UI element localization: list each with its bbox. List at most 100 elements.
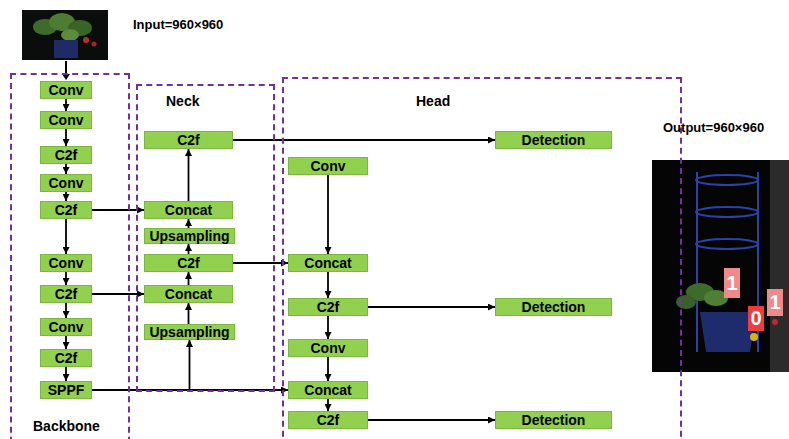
flow-arrow	[327, 399, 329, 411]
flow-arrow	[65, 303, 67, 318]
group-title: Head	[416, 93, 450, 109]
class-id: 0	[748, 306, 764, 331]
layer-block: C2f	[40, 201, 92, 219]
layer-block: C2f	[288, 411, 368, 429]
layer-block: C2f	[144, 131, 233, 149]
flow-arrow	[368, 306, 495, 308]
block-label: C2f	[55, 286, 78, 302]
block-label: Conv	[49, 319, 84, 335]
block-label: Concat	[165, 202, 212, 218]
layer-block: Upsampling	[144, 228, 235, 244]
fruit	[772, 319, 778, 325]
layer-block: Upsampling	[144, 324, 235, 340]
flow-arrow	[188, 244, 190, 254]
stage-group: HeadConvConcatC2fConvConcatC2fDetectionD…	[282, 77, 682, 439]
layer-block: C2f	[288, 298, 368, 316]
block-label: Conv	[311, 340, 346, 356]
pot	[54, 40, 78, 58]
flow-arrow	[65, 219, 67, 254]
flow-arrow	[188, 303, 190, 324]
cage-ring	[696, 207, 758, 217]
fruit	[92, 42, 97, 47]
block-label: Conv	[49, 175, 84, 191]
layer-block: Conv	[40, 174, 92, 192]
layer-block: Conv	[288, 157, 368, 175]
cage-ring	[696, 175, 758, 185]
flow-arrow	[65, 336, 67, 349]
layer-block: SPPF	[40, 381, 92, 399]
flow-arrow	[65, 164, 67, 174]
block-label: Detection	[522, 299, 586, 315]
flow-arrow	[188, 149, 190, 201]
layer-block: Conv	[40, 81, 92, 99]
block-label: Concat	[304, 382, 351, 398]
flow-arrow	[368, 419, 495, 421]
block-label: C2f	[177, 255, 200, 271]
flow-arrow	[65, 192, 67, 201]
fruit	[83, 37, 89, 43]
background-wall	[770, 160, 789, 372]
flow-arrow	[327, 272, 329, 298]
layer-block: C2f	[40, 349, 92, 367]
layer-block: Conv	[40, 111, 92, 129]
flow-arrow	[233, 139, 495, 141]
layer-block: Conv	[40, 254, 92, 272]
flow-arrow	[188, 219, 190, 228]
layer-block: Detection	[495, 131, 612, 149]
stage-group: BackboneConvConvC2fConvC2fConvC2fConvC2f…	[10, 73, 130, 439]
flow-arrow	[65, 129, 67, 146]
block-label: Conv	[49, 112, 84, 128]
layer-block: C2f	[40, 146, 92, 164]
flow-arrow	[65, 99, 67, 111]
block-label: Conv	[49, 255, 84, 271]
layer-block: Conv	[288, 339, 368, 357]
block-label: C2f	[317, 412, 340, 428]
block-label: Conv	[49, 82, 84, 98]
block-label: Conv	[311, 158, 346, 174]
block-label: Concat	[304, 255, 351, 271]
block-label: Detection	[522, 132, 586, 148]
block-label: Detection	[522, 412, 586, 428]
flow-arrow	[327, 357, 329, 381]
block-label: C2f	[55, 147, 78, 163]
flow-arrow	[65, 367, 67, 381]
class-id: 1	[724, 268, 740, 298]
block-label: Upsampling	[149, 228, 229, 244]
cage-bar	[696, 172, 698, 352]
flow-arrow	[92, 340, 190, 390]
size-label: Output=960×960	[663, 120, 764, 135]
flow-arrow	[327, 316, 329, 339]
block-label: C2f	[177, 132, 200, 148]
output-photo	[652, 160, 789, 372]
group-title: Neck	[166, 93, 199, 109]
block-label: Upsampling	[149, 324, 229, 340]
flow-arrow	[233, 262, 288, 264]
size-label: Input=960×960	[133, 17, 223, 32]
leaf	[61, 29, 79, 41]
layer-block: Concat	[144, 201, 233, 219]
flow-arrow	[65, 272, 67, 285]
layer-block: C2f	[40, 285, 92, 303]
block-label: C2f	[317, 299, 340, 315]
input-photo	[22, 10, 108, 60]
layer-block: C2f	[144, 254, 233, 272]
leaf	[676, 295, 696, 309]
class-id: 1	[767, 289, 783, 316]
layer-block: Concat	[288, 254, 368, 272]
flow-arrow	[188, 272, 190, 285]
group-title: Backbone	[33, 418, 100, 434]
layer-block: Detection	[495, 298, 612, 316]
layer-block: Detection	[495, 411, 612, 429]
block-label: C2f	[55, 350, 78, 366]
layer-block: Concat	[144, 285, 233, 303]
block-label: C2f	[55, 202, 78, 218]
layer-block: Concat	[288, 381, 368, 399]
layer-block: Conv	[40, 318, 92, 336]
block-label: SPPF	[48, 382, 85, 398]
cage-ring	[696, 239, 758, 249]
block-label: Concat	[165, 286, 212, 302]
stage-group: NeckC2fConcatUpsamplingC2fConcatUpsampli…	[136, 84, 275, 392]
